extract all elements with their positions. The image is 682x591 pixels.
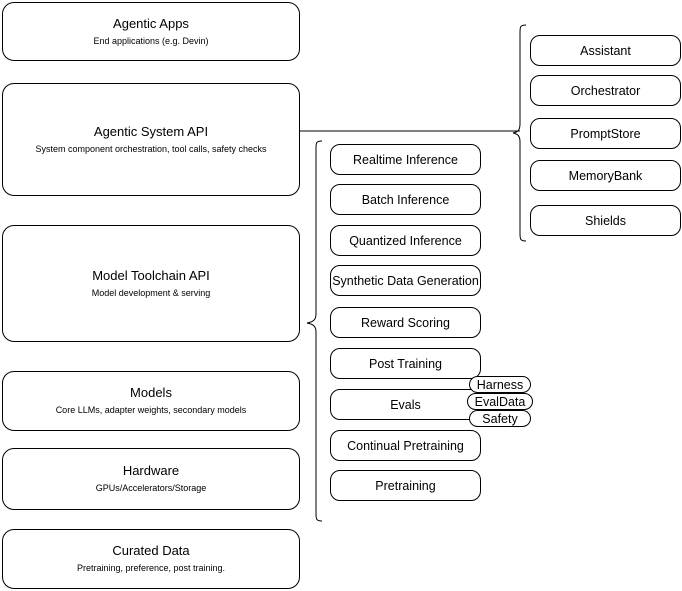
eval-badge-label: EvalData [474, 394, 526, 409]
agentic-system-components-brace [512, 24, 527, 242]
layer-title: Agentic Apps [113, 15, 189, 31]
component-label: Pretraining [375, 478, 436, 493]
component-box-evals[interactable]: Evals [330, 389, 481, 420]
component-box-shields[interactable]: Shields [530, 205, 681, 236]
eval-badge-harness[interactable]: Harness [469, 376, 531, 393]
component-box-reward-scoring[interactable]: Reward Scoring [330, 307, 481, 338]
layer-subtitle: System component orchestration, tool cal… [35, 143, 267, 154]
component-label: Batch Inference [361, 192, 450, 207]
layer-subtitle: Pretraining, preference, post training. [76, 563, 226, 573]
layer-title: Agentic System API [93, 123, 209, 139]
component-label: Continual Pretraining [347, 438, 464, 453]
component-box-batch-inference[interactable]: Batch Inference [330, 184, 481, 215]
layer-box-hardware[interactable]: Hardware GPUs/Accelerators/Storage [2, 448, 300, 510]
component-box-quantized-inference[interactable]: Quantized Inference [330, 225, 481, 256]
layer-subtitle: Core LLMs, adapter weights, secondary mo… [55, 405, 247, 415]
component-label: PromptStore [570, 126, 641, 141]
component-label: Orchestrator [570, 83, 641, 98]
component-label: Synthetic Data Generation [332, 273, 479, 288]
layer-box-agentic-system-api[interactable]: Agentic System API System component orch… [2, 83, 300, 196]
eval-badge-label: Safety [482, 411, 518, 426]
eval-badge-evaldata[interactable]: EvalData [467, 393, 533, 410]
component-label: Assistant [580, 43, 631, 58]
component-label: Quantized Inference [349, 233, 462, 248]
component-box-pretraining[interactable]: Pretraining [330, 470, 481, 501]
layer-subtitle: GPUs/Accelerators/Storage [95, 483, 207, 493]
component-box-memorybank[interactable]: MemoryBank [530, 160, 681, 191]
layer-subtitle: End applications (e.g. Devin) [93, 35, 209, 46]
component-box-synthetic-data-generation[interactable]: Synthetic Data Generation [330, 265, 481, 296]
component-label: Shields [585, 213, 626, 228]
eval-badge-label: Harness [476, 377, 524, 392]
component-label: Evals [390, 397, 421, 412]
layer-box-model-toolchain-api[interactable]: Model Toolchain API Model development & … [2, 225, 300, 342]
component-label: MemoryBank [568, 168, 643, 183]
layer-title: Models [130, 385, 172, 400]
layer-box-agentic-apps[interactable]: Agentic Apps End applications (e.g. Devi… [2, 2, 300, 61]
model-toolchain-components-brace [306, 140, 323, 522]
component-box-promptstore[interactable]: PromptStore [530, 118, 681, 149]
component-box-post-training[interactable]: Post Training [330, 348, 481, 379]
component-box-orchestrator[interactable]: Orchestrator [530, 75, 681, 106]
layer-subtitle: Model development & serving [91, 287, 211, 298]
component-box-assistant[interactable]: Assistant [530, 35, 681, 66]
eval-badge-safety[interactable]: Safety [469, 410, 531, 427]
layer-title: Hardware [122, 463, 180, 478]
layer-box-models[interactable]: Models Core LLMs, adapter weights, secon… [2, 371, 300, 431]
component-label: Realtime Inference [353, 152, 458, 167]
component-box-realtime-inference[interactable]: Realtime Inference [330, 144, 481, 175]
component-box-continual-pretraining[interactable]: Continual Pretraining [330, 430, 481, 461]
component-label: Post Training [369, 356, 442, 371]
component-label: Reward Scoring [361, 315, 450, 330]
layer-title: Model Toolchain API [92, 267, 210, 283]
layer-title: Curated Data [112, 543, 190, 558]
layer-box-curated-data[interactable]: Curated Data Pretraining, preference, po… [2, 529, 300, 589]
